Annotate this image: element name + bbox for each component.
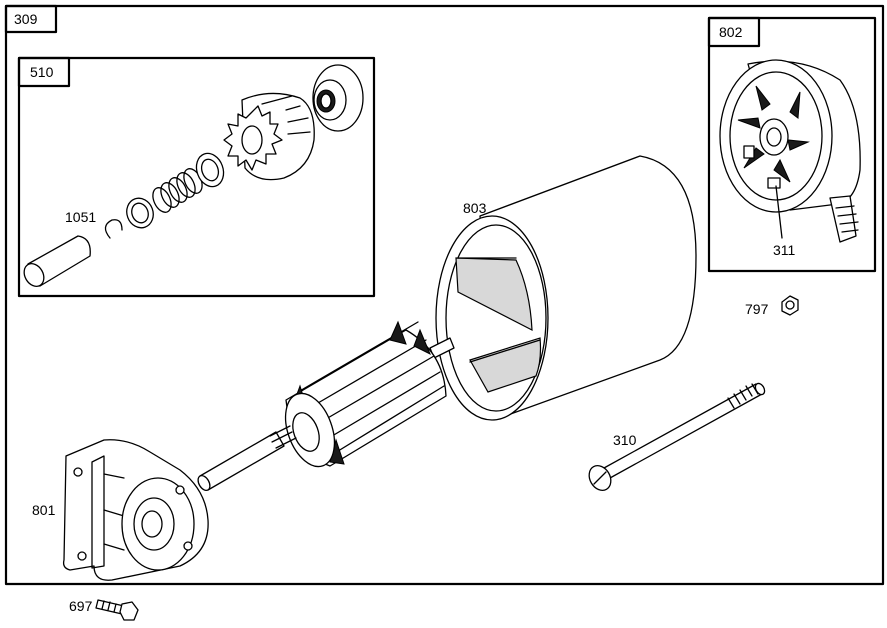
callout-311: 311 xyxy=(773,242,796,258)
brush-leader-line xyxy=(775,185,783,239)
mounting-bracket xyxy=(62,439,209,581)
main-frame-label-box xyxy=(4,4,58,34)
end-cap xyxy=(719,59,861,243)
motor-housing xyxy=(435,155,697,421)
callout-309: 309 xyxy=(14,11,38,27)
callout-1051: 1051 xyxy=(65,209,96,225)
end-cap-label-box xyxy=(707,16,761,48)
stop-collar xyxy=(312,64,364,132)
pinion-gear xyxy=(223,92,315,181)
callout-803: 803 xyxy=(463,200,487,216)
hex-nut xyxy=(781,295,799,316)
callout-802: 802 xyxy=(719,24,743,40)
callout-797: 797 xyxy=(745,301,769,317)
drive-kit-label-box xyxy=(17,56,71,88)
spring-cup xyxy=(195,152,225,188)
armature xyxy=(197,320,455,492)
callout-510: 510 xyxy=(30,64,54,80)
end-cap-inset xyxy=(707,16,877,273)
through-bolt xyxy=(588,382,766,491)
retaining-ring xyxy=(104,219,123,239)
callout-310: 310 xyxy=(613,432,637,448)
drive-sleeve xyxy=(23,235,91,287)
callout-801: 801 xyxy=(32,502,56,518)
callout-697: 697 xyxy=(69,598,93,614)
main-frame xyxy=(4,4,885,586)
drive-washer xyxy=(126,197,154,229)
drive-kit-inset xyxy=(17,56,376,298)
bolt xyxy=(95,599,139,621)
